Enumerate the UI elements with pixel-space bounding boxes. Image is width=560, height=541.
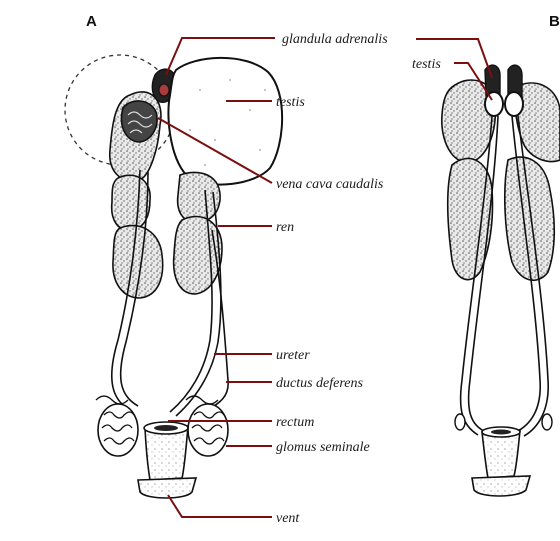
panel-label-b: B <box>549 13 560 30</box>
testis-b-right <box>505 92 523 116</box>
label-testis-b: testis <box>412 57 441 72</box>
vent-a <box>138 478 196 498</box>
label-ureter: ureter <box>276 348 310 363</box>
vent-b <box>472 476 530 496</box>
label-ren: ren <box>276 220 294 235</box>
kidney-right-caudal <box>174 216 222 294</box>
label-testis-a: testis <box>276 95 305 110</box>
testis-left-a <box>122 101 158 142</box>
panel-a-drawing <box>65 55 282 498</box>
testis-large-a <box>168 58 282 185</box>
testis-b-left <box>485 92 503 116</box>
kidney-left-middle <box>112 175 150 230</box>
label-glomus-seminale: glomus seminale <box>276 440 370 455</box>
panel-b-drawing <box>442 65 560 496</box>
label-vena-cava-caudalis: vena cava caudalis <box>276 177 384 192</box>
panel-label-a: A <box>86 13 97 30</box>
glomus-seminale-right <box>186 396 228 456</box>
label-rectum: rectum <box>276 415 314 430</box>
label-ductus-deferens: ductus deferens <box>276 376 364 391</box>
glomus-seminale-left <box>96 396 138 456</box>
label-glandula-adrenalis: glandula adrenalis <box>282 32 388 47</box>
label-vent: vent <box>276 511 300 526</box>
